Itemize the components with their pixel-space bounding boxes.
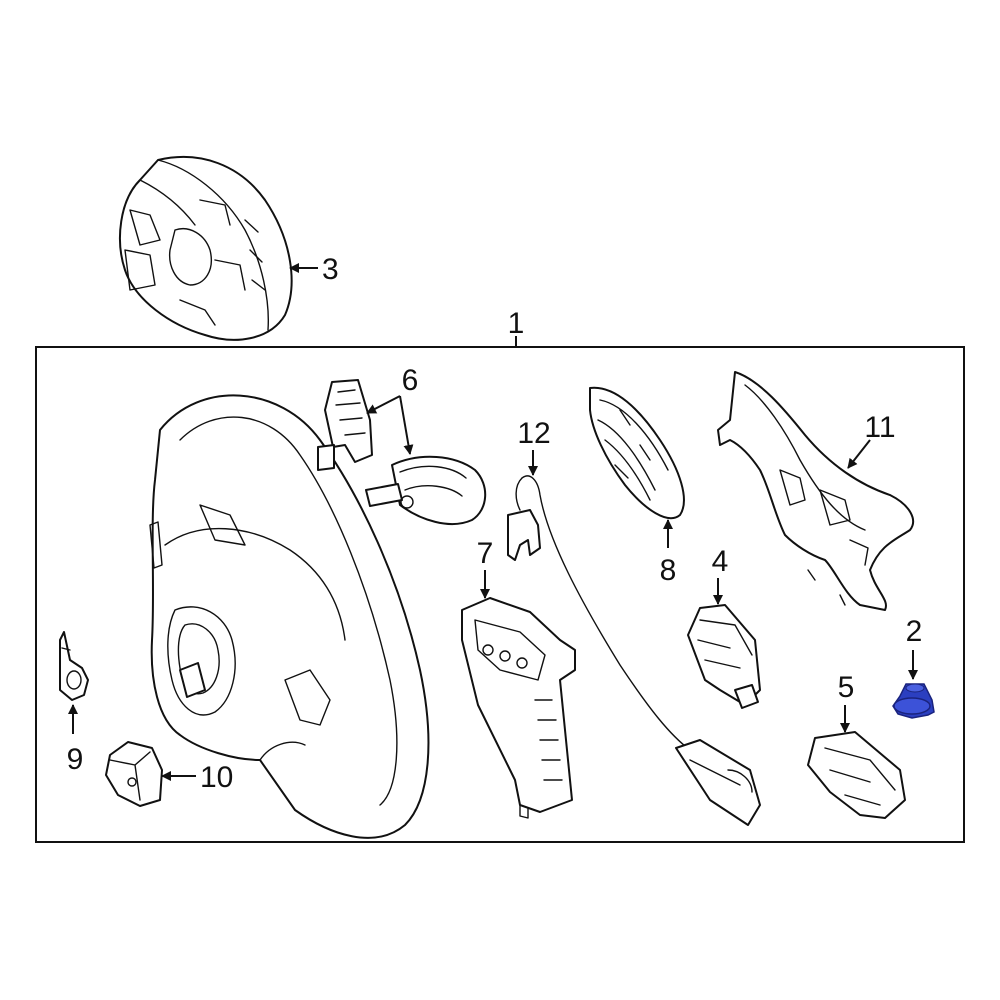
callout-10[interactable]: 10 xyxy=(200,761,233,794)
callout-2[interactable]: 2 xyxy=(906,615,923,648)
assembly-frame xyxy=(35,346,965,843)
callout-6-leader-a xyxy=(366,395,401,414)
part-6-switch-upper[interactable] xyxy=(317,379,373,471)
callout-11[interactable]: 11 xyxy=(864,411,895,444)
callout-12[interactable]: 12 xyxy=(517,417,550,450)
callout-11-leader xyxy=(847,439,871,469)
part-5-switch-block[interactable] xyxy=(807,731,906,819)
part-3-airbag-module[interactable] xyxy=(119,156,293,341)
part-6-switch-lower[interactable] xyxy=(365,455,487,525)
part-11-bracket[interactable] xyxy=(717,371,915,611)
callout-4[interactable]: 4 xyxy=(712,545,729,578)
part-2-bolt[interactable] xyxy=(892,683,935,719)
part-10-block[interactable] xyxy=(105,741,163,807)
part-9-clip[interactable] xyxy=(59,631,89,701)
part-12-cable[interactable] xyxy=(507,475,761,826)
part-7-control-panel[interactable] xyxy=(461,597,576,819)
callout-5[interactable]: 5 xyxy=(838,671,855,704)
steering-wheel[interactable] xyxy=(149,394,430,839)
callout-1[interactable]: 1 xyxy=(508,307,525,340)
callout-6-leader-b xyxy=(399,395,414,455)
part-4-switch-module[interactable] xyxy=(687,604,761,709)
callout-9[interactable]: 9 xyxy=(67,743,84,776)
callout-8[interactable]: 8 xyxy=(660,554,677,587)
part-8-side-trim[interactable] xyxy=(589,386,685,520)
callout-6[interactable]: 6 xyxy=(402,364,419,397)
callout-3[interactable]: 3 xyxy=(322,253,339,286)
callout-7[interactable]: 7 xyxy=(477,537,494,570)
